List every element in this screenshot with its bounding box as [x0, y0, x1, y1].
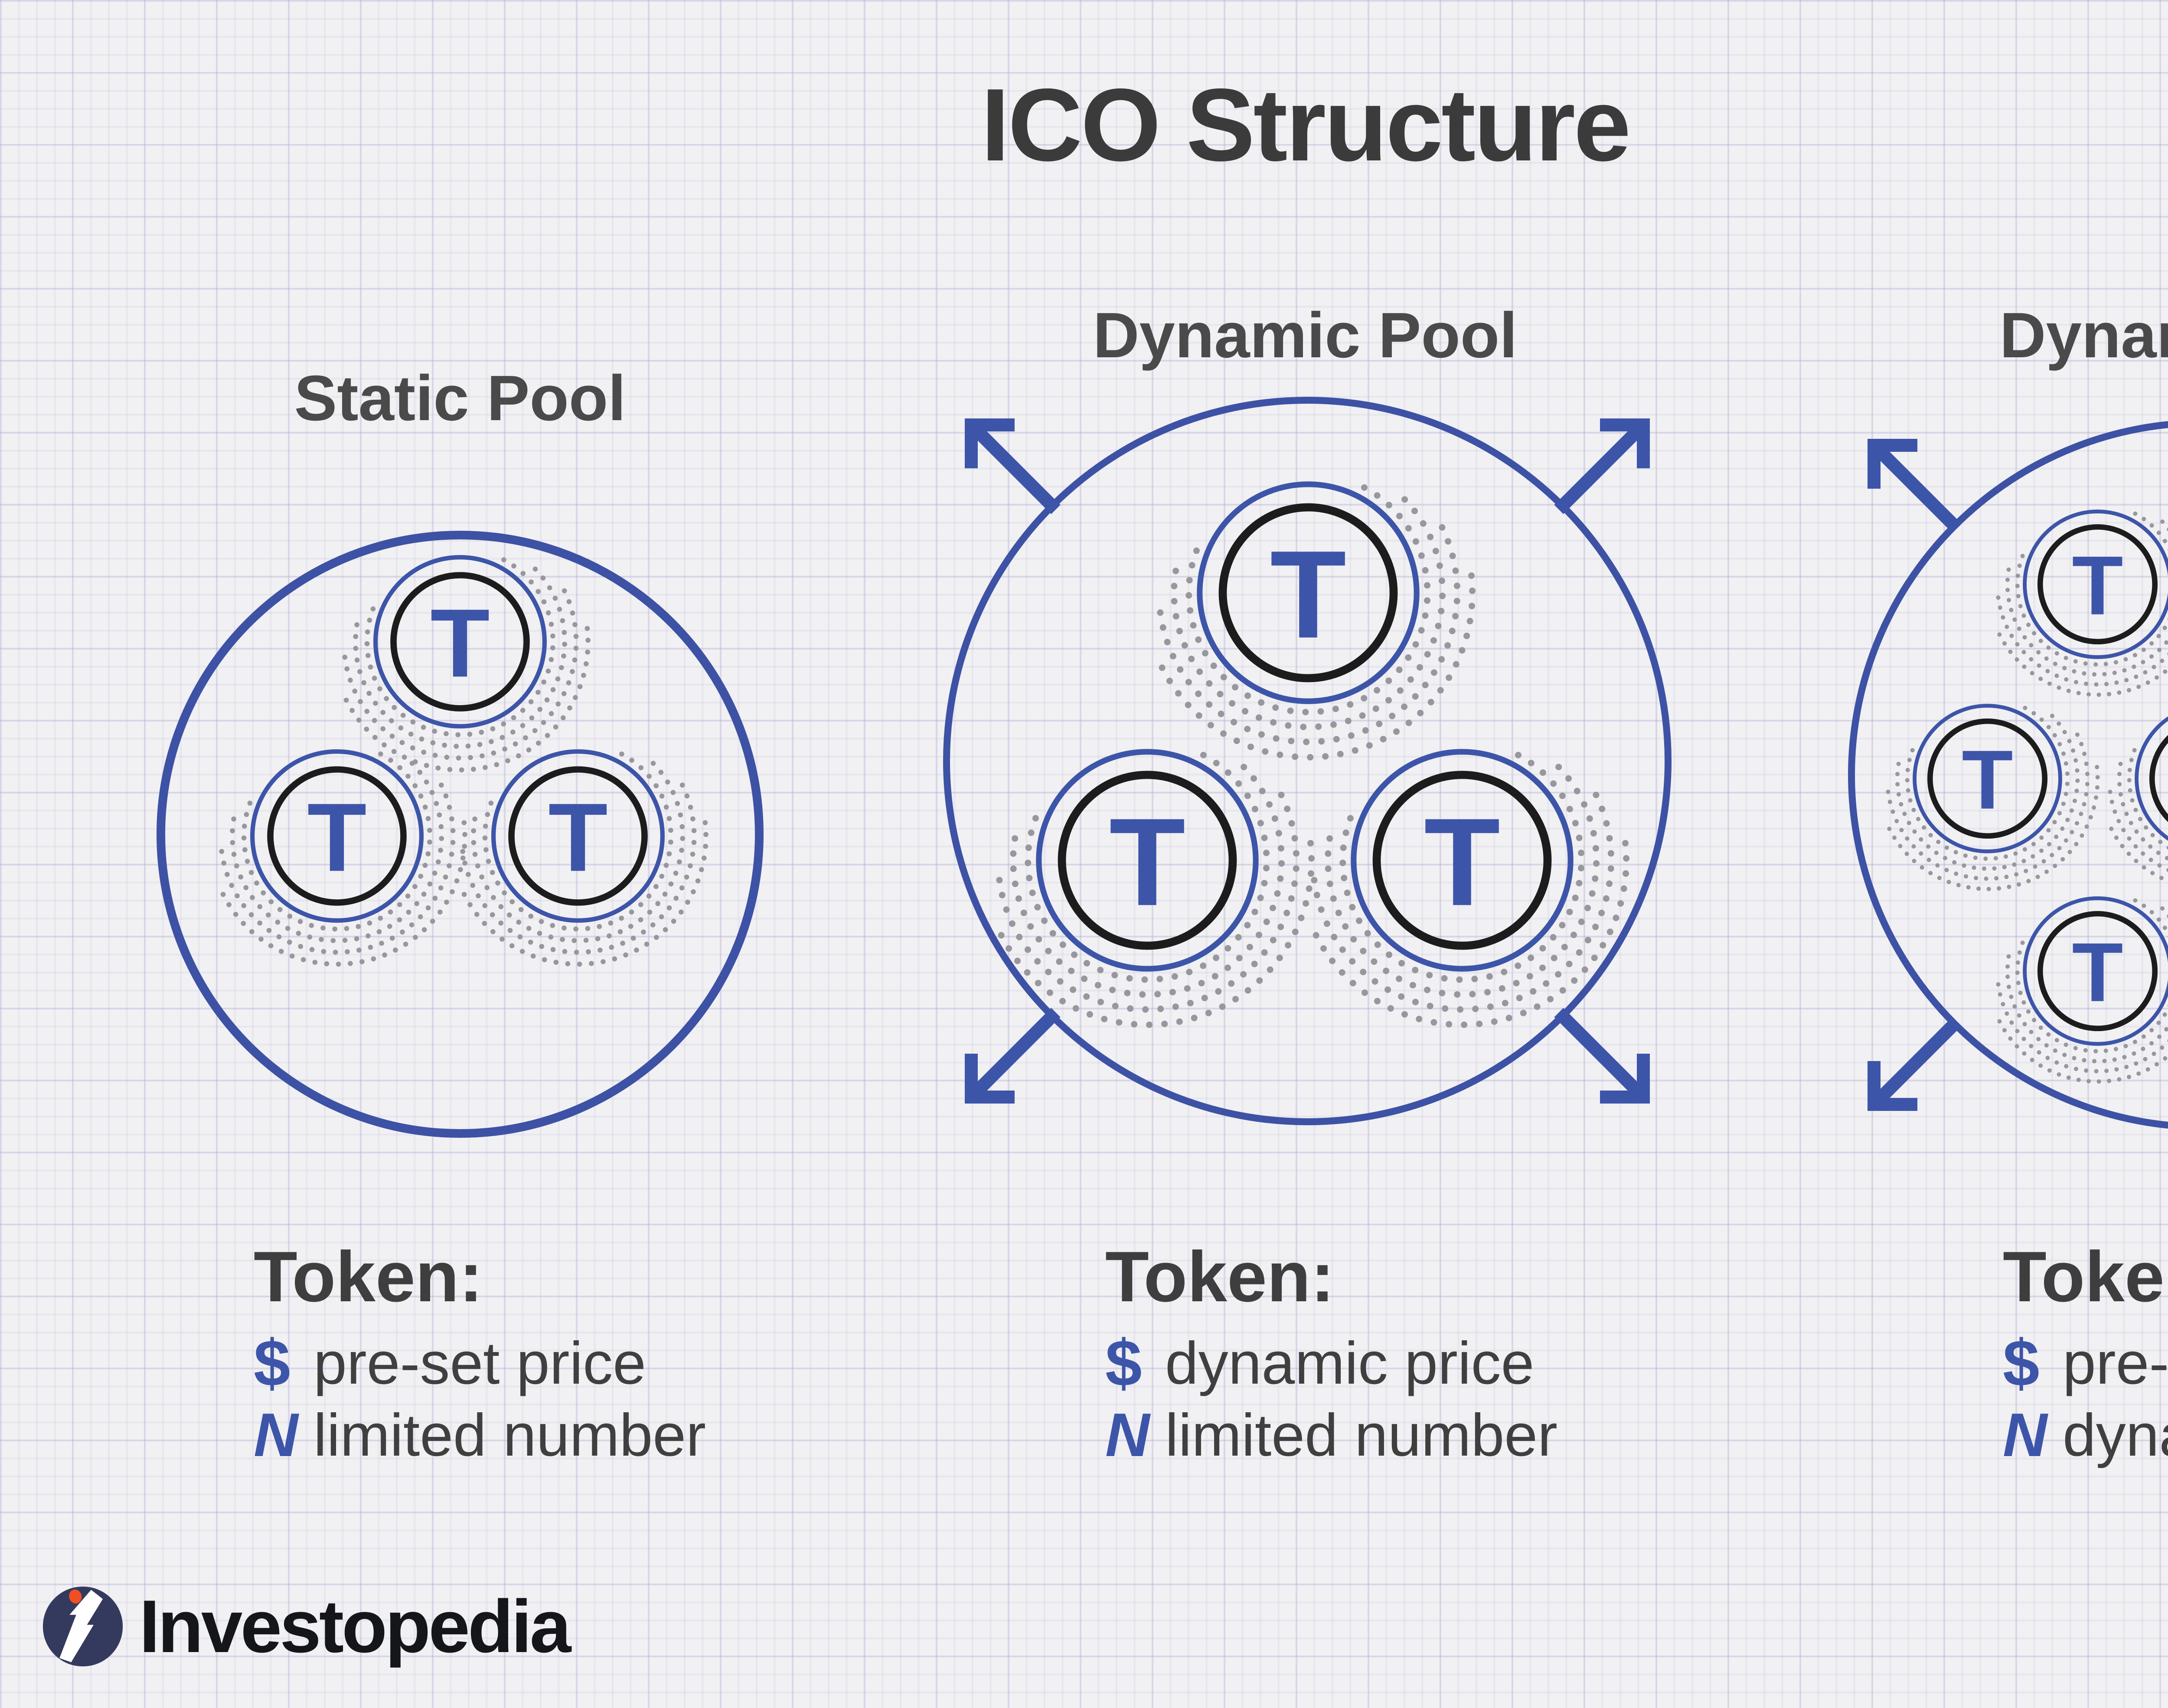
- token-inner-ring: [508, 766, 648, 906]
- token-inner-ring: [2037, 524, 2158, 645]
- token-shadow-dots: [457, 751, 709, 967]
- number-fact-text: dynamic number: [2063, 1402, 2168, 1469]
- token-coin: T: [339, 555, 591, 773]
- token-letter: T: [1270, 525, 1346, 664]
- token-inner-ring: [390, 572, 530, 712]
- facts-heading: Token:: [1105, 1237, 1335, 1316]
- token-coin: T: [2105, 716, 2168, 883]
- token-coin: T: [992, 749, 1315, 1028]
- static-pool-facts: Token: $ pre-set price N limited number: [254, 1241, 1077, 1468]
- token-outer-ring: [250, 749, 424, 923]
- number-symbol: N: [2003, 1401, 2047, 1470]
- token-shadow-dots: [1306, 751, 1630, 1028]
- dynamic-pool-1-facts: Token: $ dynamic price N limited number: [1105, 1241, 1929, 1468]
- token-letter: T: [431, 588, 490, 697]
- token-letter: T: [549, 783, 608, 892]
- price-fact-text: pre-set price: [2063, 1330, 2168, 1397]
- token-outer-ring: [1197, 481, 1420, 704]
- price-fact-text: dynamic price: [1165, 1330, 1535, 1397]
- token-inner-ring: [2037, 911, 2158, 1032]
- investopedia-logo: Investopedia: [41, 1585, 571, 1668]
- facts-heading: Token:: [2003, 1237, 2168, 1316]
- token-inner-ring: [1218, 503, 1398, 683]
- token-inner-ring: [1372, 771, 1552, 950]
- number-fact-text: limited number: [313, 1402, 706, 1469]
- token-outer-ring: [2135, 716, 2168, 841]
- token-shadow-dots: [215, 751, 467, 967]
- token-coin: T: [1153, 481, 1476, 761]
- token-coin: T: [457, 749, 709, 967]
- page-title: ICO Structure: [981, 68, 1631, 183]
- token-letter: T: [2072, 925, 2123, 1019]
- expansion-arrow-ne-icon: [1554, 418, 1650, 514]
- dynamic-pool-2-facts: Token: $ pre-set price N dynamic number: [2003, 1241, 2168, 1468]
- expansion-arrow-nw-icon: [965, 418, 1061, 514]
- token-shadow-dots: [1153, 484, 1476, 761]
- token-outer-ring: [491, 749, 665, 923]
- dynamic-pool-2-label: Dynamic Pool: [1999, 300, 2168, 371]
- token-letter: T: [1424, 792, 1500, 931]
- token-inner-ring: [267, 766, 407, 906]
- token-outer-ring: [1036, 749, 1259, 972]
- token-letter: T: [1962, 733, 2013, 826]
- number-fact-row: N limited number: [254, 1403, 1077, 1468]
- static-pool-label: Static Pool: [294, 363, 626, 434]
- price-fact-text: pre-set price: [313, 1330, 646, 1397]
- token-inner-ring: [2149, 735, 2168, 822]
- token-letter: T: [307, 783, 367, 892]
- token-shadow-dots: [1993, 511, 2168, 697]
- number-fact-text: limited number: [1165, 1402, 1558, 1469]
- investopedia-logo-icon: [42, 1586, 123, 1667]
- expansion-arrow-nw-icon: [1868, 439, 1961, 532]
- token-coin: T: [1993, 896, 2168, 1084]
- token-outer-ring: [1351, 749, 1574, 972]
- logo-bolt: [59, 1590, 103, 1662]
- price-fact-row: $ pre-set price: [254, 1326, 1077, 1400]
- dynamic-pool-1-label: Dynamic Pool: [1093, 300, 1518, 371]
- dollar-symbol: $: [1105, 1326, 1142, 1400]
- token-shadow-dots: [1883, 705, 2100, 892]
- token-outer-ring: [2023, 509, 2168, 659]
- investopedia-wordmark: Investopedia: [139, 1585, 571, 1668]
- token-coin: T: [1993, 509, 2168, 697]
- token-coin: T: [1883, 704, 2100, 892]
- token-shadow-dots: [1993, 898, 2168, 1084]
- dollar-symbol: $: [254, 1326, 291, 1400]
- token-letter: T: [2072, 539, 2123, 632]
- token-coin: T: [1306, 749, 1630, 1028]
- token-shadow-dots: [2105, 746, 2168, 883]
- number-fact-row: N dynamic number: [2003, 1403, 2168, 1468]
- token-coin: T: [215, 749, 467, 967]
- price-fact-row: $ pre-set price: [2003, 1326, 2168, 1400]
- token-shadow-dots: [339, 557, 591, 773]
- price-fact-row: $ dynamic price: [1105, 1326, 1929, 1400]
- facts-heading: Token:: [254, 1237, 483, 1316]
- token-shadow-dots: [992, 751, 1315, 1028]
- token-inner-ring: [1927, 718, 2048, 839]
- token-outer-ring: [2023, 896, 2168, 1046]
- token-outer-ring: [373, 555, 547, 729]
- token-outer-ring: [1913, 704, 2062, 853]
- dollar-symbol: $: [2003, 1326, 2040, 1400]
- logo-dot: [69, 1589, 82, 1604]
- number-symbol: N: [254, 1401, 298, 1470]
- token-letter: T: [1109, 792, 1185, 931]
- expansion-arrow-sw-icon: [1868, 1017, 1961, 1111]
- number-fact-row: N limited number: [1105, 1403, 1929, 1468]
- number-symbol: N: [1105, 1401, 1150, 1470]
- token-inner-ring: [1058, 771, 1237, 950]
